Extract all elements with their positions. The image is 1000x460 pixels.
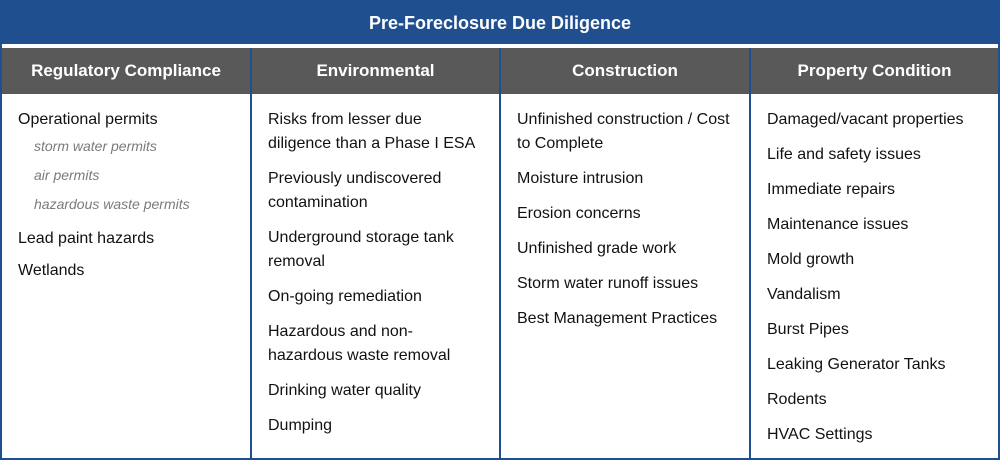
list-item: Previously undiscovered contamination: [268, 170, 442, 211]
list-item: Life and safety issues: [767, 146, 921, 163]
column-body: Operational permits storm water permits …: [2, 94, 250, 458]
table-title: Pre-Foreclosure Due Diligence: [2, 2, 998, 44]
column-divider: [250, 48, 252, 458]
column-construction: Construction Unfinished construction / C…: [501, 48, 749, 458]
list-item: Underground storage tank removal: [268, 229, 454, 270]
list-item: Risks from lesser due diligence than a P…: [268, 111, 476, 152]
list-item: Burst Pipes: [767, 321, 849, 338]
list-item: HVAC Settings: [767, 426, 873, 443]
list-item: Moisture intrusion: [517, 170, 644, 187]
column-body: Unfinished construction / Cost to Comple…: [501, 94, 749, 458]
list-item: Drinking water quality: [268, 382, 421, 399]
list-item: Leaking Generator Tanks: [767, 356, 946, 373]
list-item: Storm water runoff issues: [517, 275, 699, 292]
sub-list-item: storm water permits: [34, 138, 157, 154]
list-item: Damaged/vacant properties: [767, 111, 964, 128]
list-item: Erosion concerns: [517, 205, 641, 222]
sub-list-item: hazardous waste permits: [34, 196, 190, 212]
list-item: Operational permits: [18, 111, 158, 128]
list-item: On-going remediation: [268, 288, 422, 305]
list-item: Unfinished grade work: [517, 240, 677, 257]
list-item: Wetlands: [18, 262, 85, 279]
list-item: Rodents: [767, 391, 827, 408]
list-item: Maintenance issues: [767, 216, 909, 233]
list-item: Mold growth: [767, 251, 855, 268]
column-regulatory-compliance: Regulatory Compliance Operational permit…: [2, 48, 250, 458]
column-environmental: Environmental Risks from lesser due dili…: [252, 48, 499, 458]
list-item: Vandalism: [767, 286, 841, 303]
column-header: Environmental: [252, 48, 499, 94]
column-body: Damaged/vacant properties Life and safet…: [751, 94, 998, 458]
column-property-condition: Property Condition Damaged/vacant proper…: [751, 48, 998, 458]
list-item: Lead paint hazards: [18, 230, 155, 247]
column-divider: [499, 48, 501, 458]
column-divider: [749, 48, 751, 458]
list-item: Unfinished construction / Cost to Comple…: [517, 111, 730, 152]
list-item: Dumping: [268, 417, 333, 434]
list-item: Best Management Practices: [517, 310, 718, 327]
column-header: Regulatory Compliance: [2, 48, 250, 94]
list-item: Immediate repairs: [767, 181, 896, 198]
column-header: Construction: [501, 48, 749, 94]
column-header: Property Condition: [751, 48, 998, 94]
list-item: Hazardous and non-hazardous waste remova…: [268, 323, 451, 364]
sub-list-item: air permits: [34, 167, 100, 183]
column-body: Risks from lesser due diligence than a P…: [252, 94, 499, 458]
